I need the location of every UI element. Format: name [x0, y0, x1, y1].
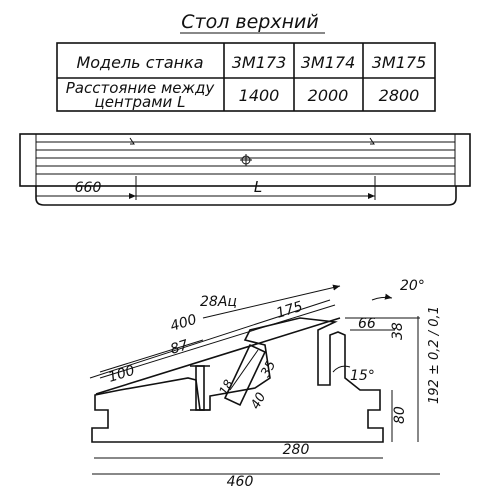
table-model-1: 3М173: [232, 53, 287, 72]
table-model-3: 3М175: [372, 53, 427, 72]
drawing-title: Стол верхний: [181, 11, 318, 33]
dim-280: 280: [283, 442, 310, 458]
dim-18: 18: [216, 377, 236, 397]
dim-length-l: L: [254, 178, 262, 196]
table-row-label-1: Расстояние между: [66, 79, 216, 97]
cross-section: 20° 28Ац 175 400 87 100 66 38 15° 18 35 …: [89, 278, 442, 490]
dim-15deg: 15°: [350, 368, 375, 384]
dim-35: 35: [258, 358, 279, 380]
table-value-1: 1400: [239, 86, 280, 105]
label-28a: 28Ац: [200, 294, 237, 310]
table-header-label: Модель станка: [76, 53, 203, 72]
dim-192: 192 ± 0,2 / 0,1: [427, 306, 442, 404]
dim-87: 87: [168, 337, 190, 358]
dim-460: 460: [227, 474, 254, 490]
table-model-2: 3М174: [301, 53, 356, 72]
table-row-label-2: центрами L: [95, 93, 186, 111]
table-value-3: 2800: [379, 86, 420, 105]
dim-40: 40: [248, 390, 269, 412]
dim-80: 80: [392, 406, 408, 424]
table-value-2: 2000: [308, 86, 349, 105]
dim-100: 100: [106, 363, 136, 386]
dim-38: 38: [390, 322, 406, 340]
dim-175: 175: [274, 299, 304, 322]
top-view: 660 L: [19, 133, 471, 206]
spec-table: Модель станка 3М173 3М174 3М175 Расстоян…: [56, 42, 436, 112]
dim-660: 660: [75, 180, 102, 196]
dim-angle-20: 20°: [400, 278, 425, 294]
dim-66: 66: [358, 316, 376, 332]
dim-400: 400: [168, 312, 198, 335]
